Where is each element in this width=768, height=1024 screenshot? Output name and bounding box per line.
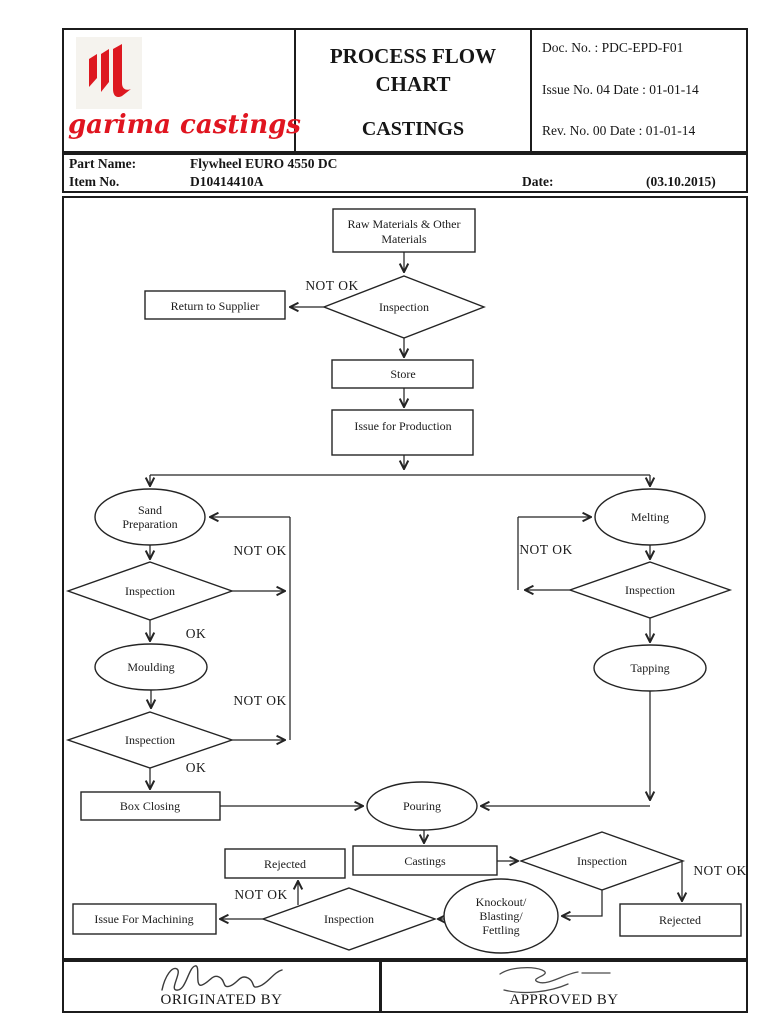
date-label: Date: <box>522 174 554 189</box>
originated-by-cell: ORIGINATED BY <box>64 962 382 1011</box>
approved-signature-icon <box>499 967 611 994</box>
logo-cell: garima castings <box>64 30 301 151</box>
document-subtitle: CASTINGS <box>361 118 465 140</box>
doc-info-cell: Doc. No. : PDC-EPD-F01 Issue No. 04 Date… <box>532 30 746 151</box>
doc-number: Doc. No. : PDC-EPD-F01 <box>542 40 684 55</box>
item-no-label: Item No. <box>69 174 120 189</box>
issue-info: Issue No. 04 Date : 01-01-14 <box>542 81 699 97</box>
document-title: PROCESS FLOW CHART <box>329 44 497 97</box>
rev-info: Rev. No. 00 Date : 01-01-14 <box>542 123 696 138</box>
date-value: (03.10.2015) <box>646 174 716 189</box>
originated-signature-icon <box>161 965 283 991</box>
header-table: garima castings PROCESS FLOW CHART CASTI… <box>62 28 748 153</box>
part-name-label: Part Name: <box>69 156 137 171</box>
signature-footer: ORIGINATED BY APPROVED BY <box>62 960 748 1013</box>
part-name-value: Flywheel EURO 4550 DC <box>190 156 338 171</box>
item-no-value: D10414410A <box>190 174 264 189</box>
garima-logo-icon <box>76 37 142 109</box>
approved-by-label: APPROVED BY <box>509 992 619 1008</box>
title-cell: PROCESS FLOW CHART CASTINGS <box>294 30 532 151</box>
originated-by-label: ORIGINATED BY <box>160 992 283 1008</box>
flowchart-frame <box>62 196 748 960</box>
approved-by-cell: APPROVED BY <box>382 962 746 1011</box>
logo-text: garima castings <box>68 110 301 140</box>
part-info-strip: Part Name: Flywheel EURO 4550 DC Item No… <box>62 153 748 193</box>
